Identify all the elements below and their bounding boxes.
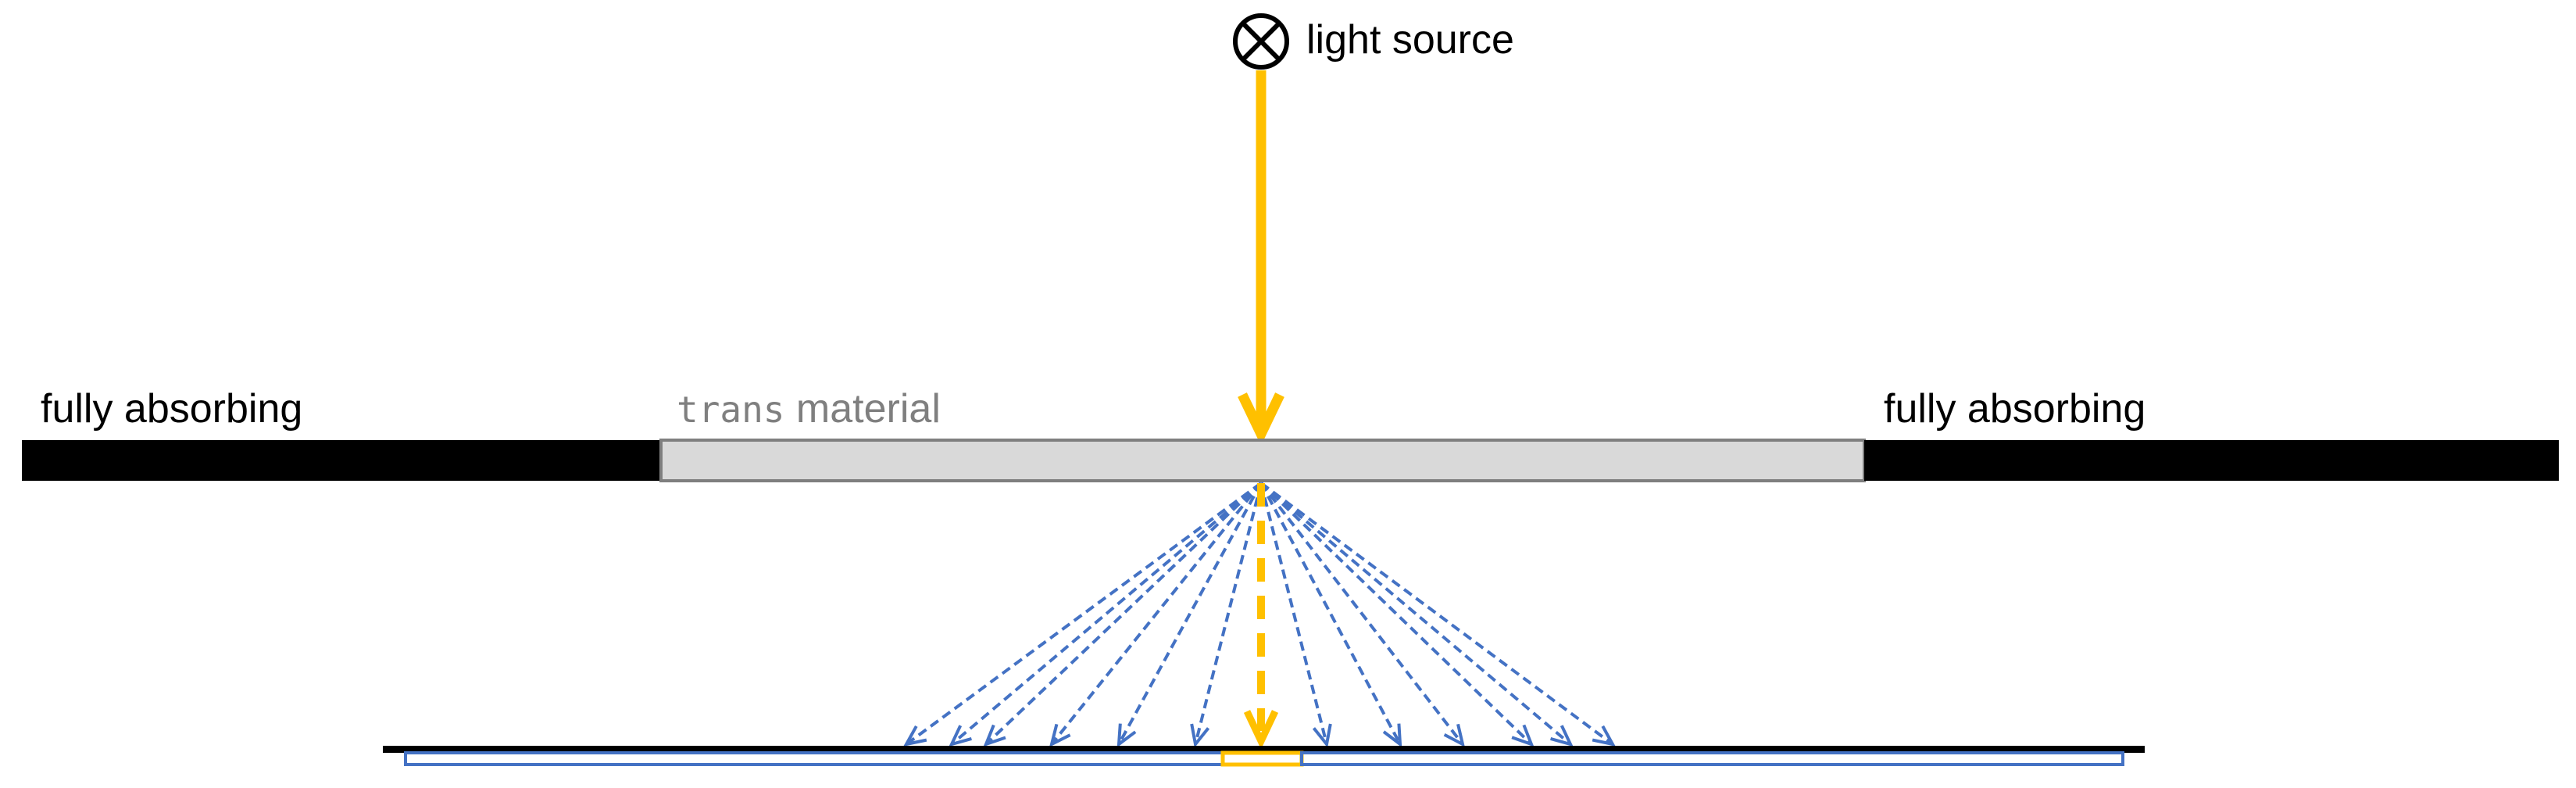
scattered-ray-arrowhead	[1511, 724, 1535, 747]
incident-ray	[1238, 70, 1284, 446]
scattered-ray-arrowhead	[1592, 725, 1616, 747]
scattered-ray	[1259, 482, 1570, 744]
scattered-ray	[986, 482, 1263, 744]
material-word: material	[784, 386, 940, 432]
scattered-rays	[903, 482, 1616, 748]
scattered-ray-arrowhead	[1190, 723, 1210, 748]
light-source-label: light source	[1306, 17, 1514, 63]
transmitted-ray	[1243, 483, 1279, 750]
scattered-ray-arrowhead	[1049, 723, 1071, 747]
receiver-pixels-left	[404, 751, 1224, 766]
scattered-ray-arrowhead	[949, 725, 972, 747]
trans-keyword: trans	[677, 389, 784, 431]
absorbing-block-left	[22, 440, 661, 481]
absorbing-block-right	[1864, 440, 2559, 481]
scattered-ray-arrowhead	[1312, 723, 1332, 748]
scattered-ray	[1118, 482, 1263, 743]
scattered-ray	[1052, 482, 1263, 743]
light-source-icon	[1233, 13, 1289, 70]
receiver-pixel-center	[1220, 750, 1304, 767]
scattered-ray-arrowhead	[1443, 723, 1465, 747]
scattered-ray	[1259, 482, 1531, 744]
receiver-pixels-right	[1300, 751, 2124, 766]
scattered-ray-arrowhead	[1382, 723, 1402, 748]
scattered-ray	[1259, 482, 1463, 743]
trans-material-block	[659, 439, 1866, 482]
left-material-label: fully absorbing	[41, 386, 302, 432]
scattered-ray	[952, 482, 1263, 744]
scattered-ray-arrowhead	[1550, 725, 1574, 747]
scattered-ray	[1259, 482, 1328, 743]
scattered-ray-arrowhead	[1117, 723, 1137, 748]
scattered-ray	[907, 482, 1263, 744]
receiver-surface	[383, 746, 2145, 753]
scattered-ray	[1259, 482, 1612, 744]
trans-material-label: trans material	[677, 386, 941, 432]
scattered-ray	[1259, 482, 1401, 743]
right-material-label: fully absorbing	[1884, 386, 2145, 432]
scattered-ray-arrowhead	[903, 725, 927, 747]
scattered-ray-arrowhead	[983, 724, 1006, 747]
